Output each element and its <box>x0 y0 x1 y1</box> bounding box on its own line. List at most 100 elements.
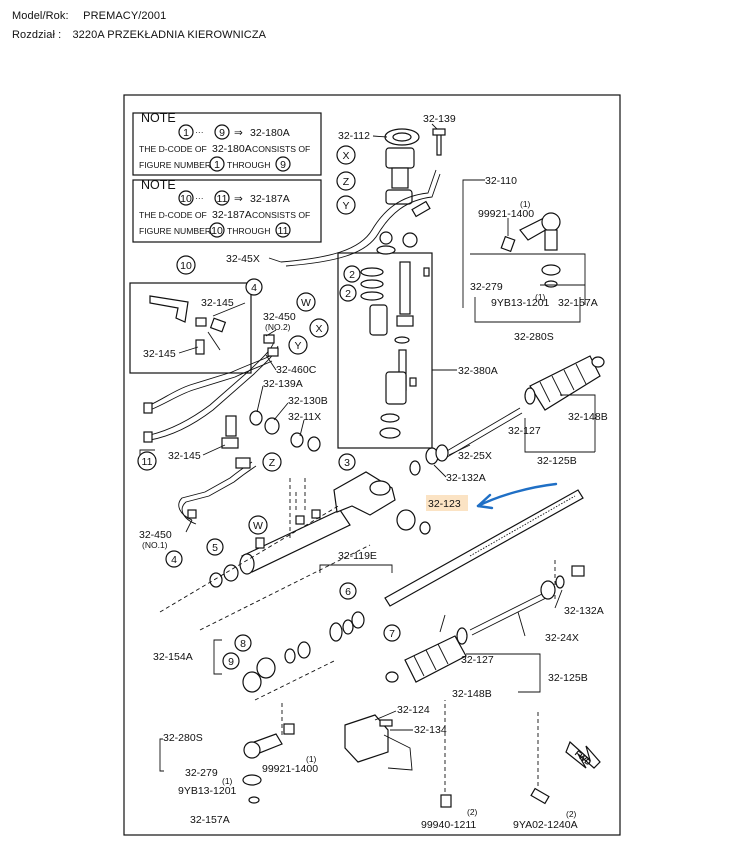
gear-housing <box>239 471 396 575</box>
svg-text:6: 6 <box>345 586 351 598</box>
svg-text:THE D-CODE OF: THE D-CODE OF <box>139 210 207 220</box>
svg-text:4: 4 <box>251 282 257 294</box>
rack-guide <box>344 714 413 771</box>
pressure-line-top <box>280 169 437 263</box>
svg-text:5: 5 <box>212 542 218 554</box>
svg-text:3: 3 <box>344 457 350 469</box>
note-title: NOTE <box>141 111 176 125</box>
label-32-119E: 32-119E <box>338 550 377 562</box>
svg-text:CONSISTS OF: CONSISTS OF <box>252 144 310 154</box>
svg-text:(1): (1) <box>222 776 233 786</box>
callout-Y: Y <box>336 195 356 215</box>
svg-text:W: W <box>301 297 311 309</box>
svg-text:32-187A: 32-187A <box>212 209 252 221</box>
svg-text:11: 11 <box>278 225 289 237</box>
svg-text:32-180A: 32-180A <box>212 143 252 155</box>
svg-text:(1): (1) <box>535 292 546 302</box>
label-32-154A: 32-154A <box>153 651 193 663</box>
label-32-130B: 32-130B <box>288 395 328 407</box>
svg-text:Z: Z <box>269 457 276 469</box>
rack-bushing-set <box>242 611 365 693</box>
callout-2: 2 <box>343 265 361 283</box>
label-32-279: 32-279 <box>185 767 218 779</box>
note-box-1: NOTE 1 ··· 9 ⇒ 32-180A THE D-CODE OF 32-… <box>132 111 322 176</box>
svg-text:X: X <box>315 323 322 335</box>
label-32-380A: 32-380A <box>458 365 498 377</box>
svg-text:32-187A: 32-187A <box>250 193 290 205</box>
steering-rack <box>384 489 584 607</box>
svg-text:(2): (2) <box>467 807 478 817</box>
model-row: Model/Rok: PREMACY/2001 <box>12 10 166 22</box>
label-32-450: 32-450 <box>263 311 296 323</box>
callout-10: 10 <box>176 255 196 275</box>
svg-text:(NO.1): (NO.1) <box>142 540 168 550</box>
svg-text:1: 1 <box>214 159 220 171</box>
svg-text:11: 11 <box>217 193 228 205</box>
model-value: PREMACY/2001 <box>83 10 167 22</box>
section-row: Rozdział : 3220A PRZEKŁADNIA KIEROWNICZA <box>12 29 266 41</box>
callout-Z: Z <box>262 452 282 472</box>
callout-5: 5 <box>206 538 224 556</box>
svg-text:7: 7 <box>389 628 395 640</box>
label-99921-1400: 99921-1400 <box>478 208 534 220</box>
svg-text:THE D-CODE OF: THE D-CODE OF <box>139 144 207 154</box>
svg-text:···: ··· <box>195 193 204 203</box>
callout-9: 9 <box>222 652 240 670</box>
label-highlight <box>426 495 468 511</box>
svg-text:Z: Z <box>343 176 350 188</box>
label-32-123: 32-123 <box>428 498 461 510</box>
part-labels: 32-112 32-139 32-110 99921-1400 (1) 32-4… <box>139 113 608 831</box>
label-32-132A: 32-132A <box>564 605 604 617</box>
svg-text:THROUGH: THROUGH <box>227 160 270 170</box>
label-32-127: 32-127 <box>461 654 494 666</box>
label-9YB13-1201: 9YB13-1201 <box>178 785 237 797</box>
svg-text:11: 11 <box>142 456 153 468</box>
svg-text:Y: Y <box>294 340 301 352</box>
label-32-132A: 32-132A <box>446 472 486 484</box>
svg-text:FIGURE NUMBERS: FIGURE NUMBERS <box>139 226 217 236</box>
svg-text:8: 8 <box>240 638 246 650</box>
callout-W: W <box>248 515 268 535</box>
label-32-45X: 32-45X <box>226 253 260 265</box>
svg-text:4: 4 <box>171 554 177 566</box>
note-box-2: NOTE 10 ··· 11 ⇒ 32-187A THE D-CODE OF 3… <box>132 178 322 243</box>
callout-11: 11 <box>137 451 157 471</box>
svg-text:32-180A: 32-180A <box>250 127 290 139</box>
svg-text:THROUGH: THROUGH <box>227 226 270 236</box>
boot-lower <box>385 627 468 683</box>
callout-2: 2 <box>339 284 357 302</box>
label-9YA02-1240A: 9YA02-1240A <box>513 819 578 831</box>
callout-Z: Z <box>336 171 356 191</box>
label-32-139: 32-139 <box>423 113 456 125</box>
inner-tie-rod-upper <box>439 407 521 456</box>
label-32-148B: 32-148B <box>452 688 492 700</box>
label-32-24X: 32-24X <box>545 632 579 644</box>
label-32-124: 32-124 <box>397 704 430 716</box>
label-32-127: 32-127 <box>508 425 541 437</box>
svg-text:⇒: ⇒ <box>234 127 243 139</box>
label-32-11X: 32-11X <box>288 411 321 423</box>
boot-upper <box>524 355 605 411</box>
label-32-125B: 32-125B <box>537 455 577 467</box>
callout-X: X <box>336 145 356 165</box>
callout-4: 4 <box>245 278 263 296</box>
label-99921-1400: 99921-1400 <box>262 763 318 775</box>
section-label: Rozdział : <box>12 29 62 41</box>
svg-text:⇒: ⇒ <box>234 193 243 205</box>
svg-text:2: 2 <box>345 288 351 300</box>
label-32-280S: 32-280S <box>514 331 554 343</box>
svg-text:X: X <box>342 150 349 162</box>
svg-text:2: 2 <box>349 269 355 281</box>
svg-text:Y: Y <box>342 200 349 212</box>
callout-Y: Y <box>288 335 308 355</box>
bracket-box-10 <box>129 282 252 374</box>
label-32-145: 32-145 <box>168 450 201 462</box>
callout-8: 8 <box>234 634 252 652</box>
svg-text:10: 10 <box>180 193 192 205</box>
label-32-125B: 32-125B <box>548 672 588 684</box>
svg-text:10: 10 <box>211 225 223 237</box>
callout-7: 7 <box>383 624 401 642</box>
callout-4: 4 <box>165 550 183 568</box>
bracket <box>149 295 189 323</box>
